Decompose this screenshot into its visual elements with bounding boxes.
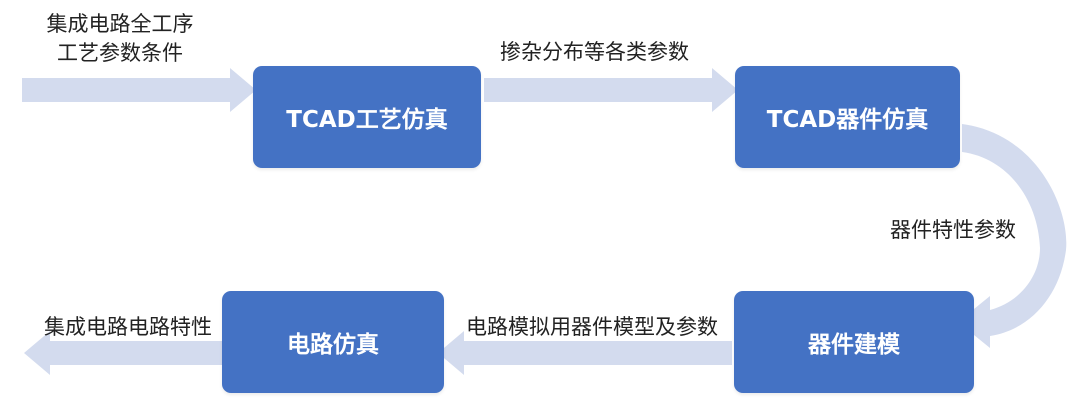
node-device-modeling-label: 器件建模	[808, 332, 900, 358]
node-device-modeling: 器件建模	[734, 291, 974, 393]
node-circuit-sim: 电路仿真	[222, 291, 444, 393]
node-tcad-device-label: TCAD器件仿真	[766, 107, 929, 133]
arrow-process-to-device	[484, 68, 738, 112]
node-circuit-sim-label: 电路仿真	[287, 332, 379, 358]
node-tcad-process: TCAD工艺仿真	[253, 66, 481, 168]
device-params-label: 器件特性参数	[890, 218, 1016, 242]
circuit-models-label: 电路模拟用器件模型及参数	[466, 315, 718, 339]
process-conditions-line2: 工艺参数条件	[57, 41, 183, 65]
arrow-modeling-to-circuit	[438, 331, 732, 375]
arrow-output	[24, 331, 222, 375]
doping-params-label: 掺杂分布等各类参数	[500, 40, 689, 64]
node-tcad-process-label: TCAD工艺仿真	[286, 107, 448, 133]
node-tcad-device: TCAD器件仿真	[735, 66, 960, 168]
output-label: 集成电路电路特性	[44, 315, 212, 339]
arrow-input	[22, 68, 256, 112]
arrow-device-to-modeling	[958, 124, 1067, 348]
process-conditions-label: 集成电路全工序 工艺参数条件	[20, 10, 220, 68]
process-conditions-line1: 集成电路全工序	[46, 12, 194, 36]
